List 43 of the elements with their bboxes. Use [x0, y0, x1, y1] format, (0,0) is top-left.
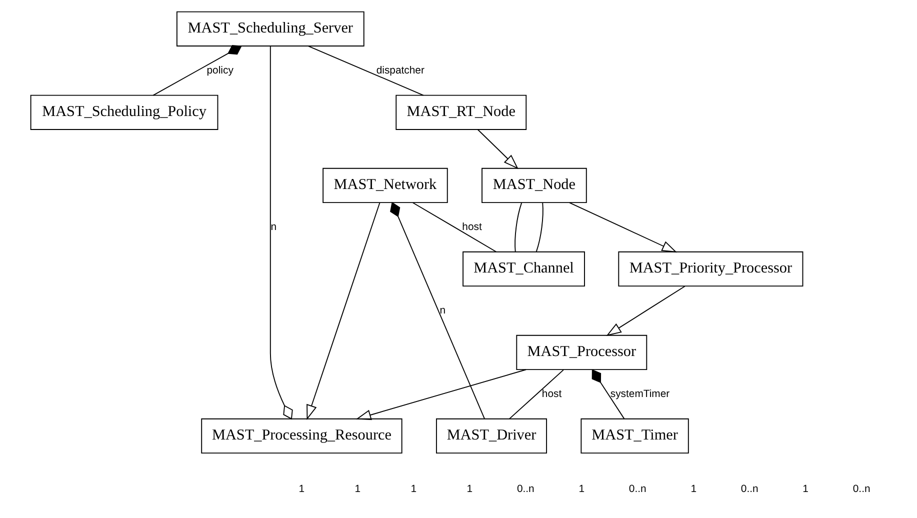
label: 1 [802, 484, 808, 495]
arrow [568, 202, 677, 252]
connector [390, 202, 484, 420]
label: 1 [690, 484, 696, 495]
node-box: MAST_Scheduling_Server [176, 11, 364, 46]
label: 1 [466, 484, 472, 495]
label: 0..n [628, 484, 646, 495]
label: 0..n [740, 484, 758, 495]
connector [508, 369, 564, 420]
connector [412, 202, 496, 252]
node-box: MAST_Scheduling_Policy [30, 94, 218, 130]
edge-label: host [462, 222, 482, 233]
node-box: MAST_Timer [580, 418, 688, 454]
connector [308, 46, 424, 96]
connector [591, 369, 624, 420]
arrow [306, 202, 380, 420]
label: 0..n [852, 484, 870, 495]
edge-label: n [439, 305, 446, 316]
connector [269, 46, 292, 420]
node-box: MAST_RT_Node [395, 94, 526, 130]
edge-label: policy [206, 65, 233, 76]
node-box: MAST_Processing_Resource [200, 418, 402, 454]
node-box: MAST_Driver [435, 418, 547, 454]
connector [514, 202, 522, 252]
label: 1 [354, 484, 360, 495]
connector [535, 202, 543, 252]
node-box: MAST_Processor [516, 334, 647, 370]
label: 0..n [516, 484, 534, 495]
arrow [355, 369, 526, 420]
node-box: MAST_Node [481, 168, 586, 204]
connector [152, 44, 242, 96]
edge-label: host [541, 388, 562, 400]
node-box: MAST_Network [322, 168, 448, 204]
arrow [476, 129, 518, 170]
edge-label: systemTimer [610, 388, 670, 400]
label: 1 [410, 484, 416, 495]
arrow [606, 286, 685, 336]
label: 1 [298, 484, 304, 495]
node-box: MAST_Channel [462, 251, 584, 287]
node-box: MAST_Priority_Processor [618, 251, 803, 287]
label: 1 [578, 484, 584, 495]
edge-label: dispatcher [376, 65, 424, 76]
edge-label: n [270, 222, 276, 233]
